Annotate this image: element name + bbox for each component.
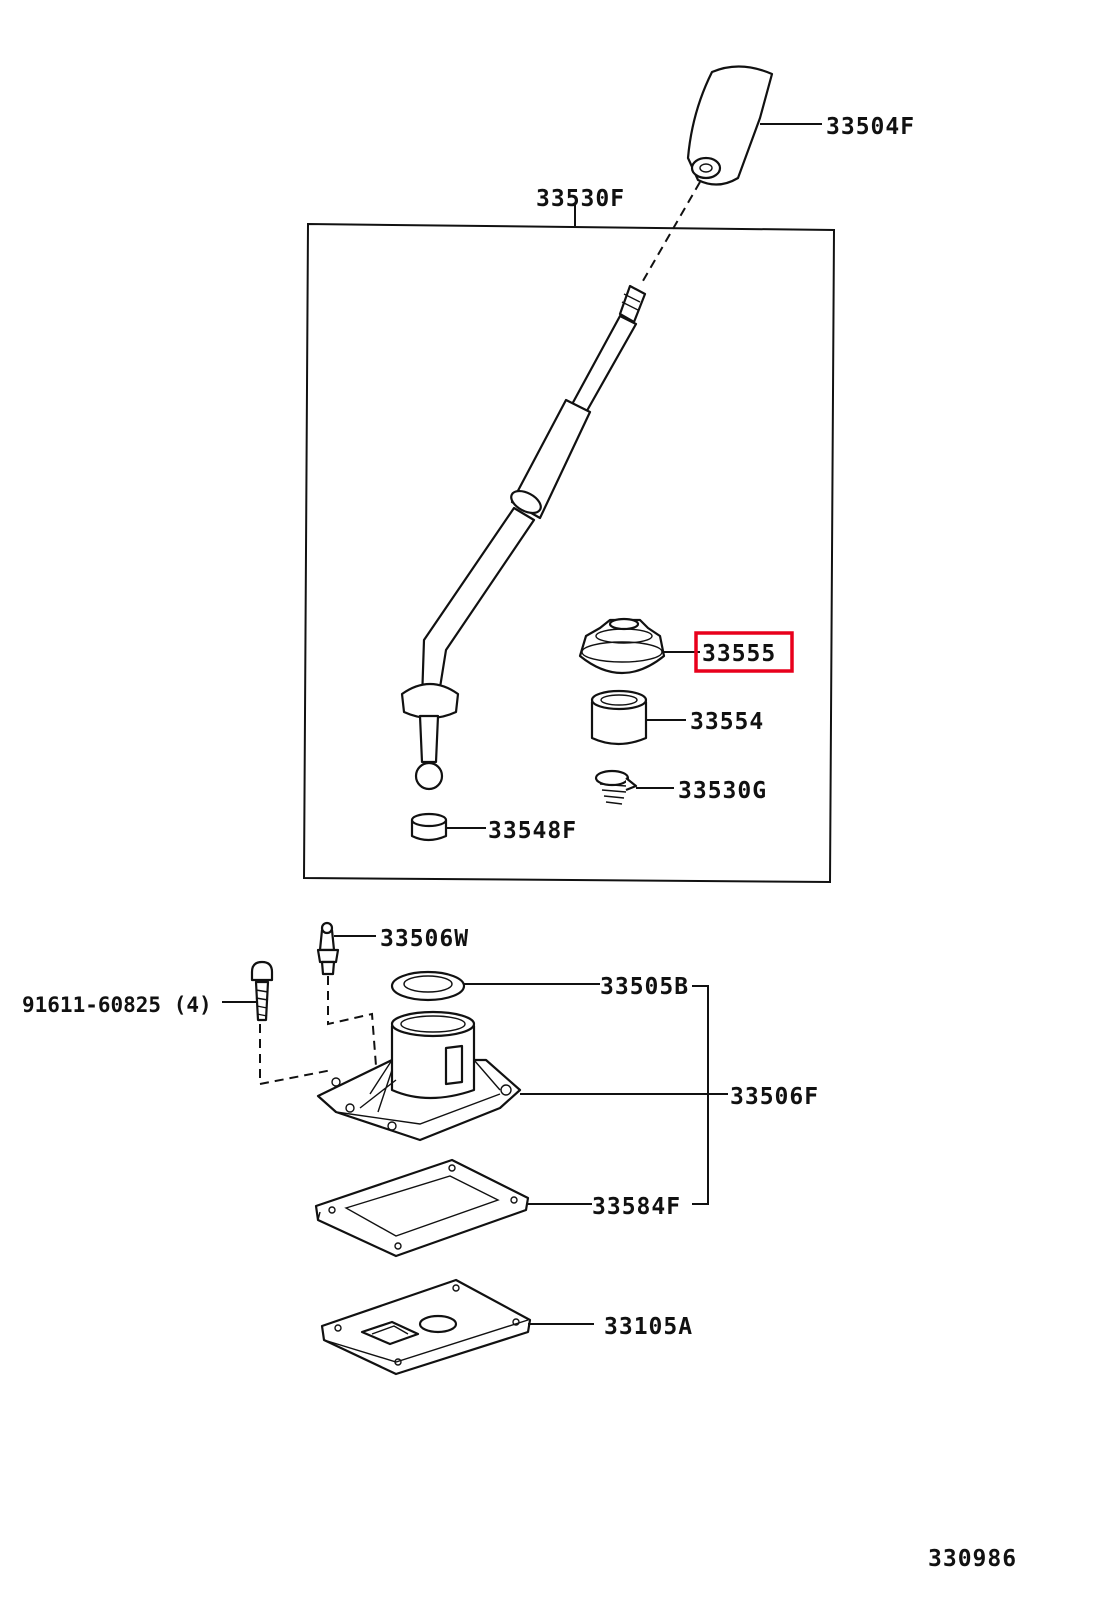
- boot-part-33555[interactable]: [578, 617, 666, 674]
- label-33530F: 33530F: [536, 186, 625, 212]
- spring-33530G[interactable]: [594, 769, 638, 805]
- group-bracket: [692, 985, 709, 1205]
- label-33530G: 33530G: [678, 778, 767, 804]
- label-33555: 33555: [702, 641, 776, 667]
- label-91611-60825: 91611-60825 (4): [22, 993, 212, 1017]
- knob-dashed-line: [639, 181, 701, 287]
- breather-plug-33506W[interactable]: [316, 921, 340, 976]
- diagram-number: 330986: [928, 1546, 1017, 1572]
- cover-plate-33105A[interactable]: [320, 1278, 532, 1376]
- bolt-91611-60825[interactable]: [250, 960, 274, 1022]
- label-33554: 33554: [690, 709, 764, 735]
- bushing-33554[interactable]: [590, 689, 648, 746]
- retainer-ring-33505B[interactable]: [390, 970, 466, 1002]
- label-33506W: 33506W: [380, 926, 469, 952]
- label-33505B: 33505B: [600, 974, 689, 1000]
- label-33548F: 33548F: [488, 818, 577, 844]
- seat-33548F[interactable]: [410, 812, 448, 842]
- label-33105A: 33105A: [604, 1314, 693, 1340]
- label-33504F: 33504F: [826, 114, 915, 140]
- highlight-box: [694, 631, 794, 673]
- label-33506F: 33506F: [730, 1084, 819, 1110]
- bolt-dashed-line: [259, 1024, 333, 1086]
- lever-retainer-33506F[interactable]: [316, 1010, 522, 1142]
- gasket-33584F[interactable]: [314, 1158, 530, 1258]
- shift-knob[interactable]: [686, 65, 774, 186]
- assembly-box: [302, 222, 836, 884]
- shift-lever[interactable]: [400, 284, 647, 791]
- label-33584F: 33584F: [592, 1194, 681, 1220]
- plug-dashed-line: [327, 976, 377, 1067]
